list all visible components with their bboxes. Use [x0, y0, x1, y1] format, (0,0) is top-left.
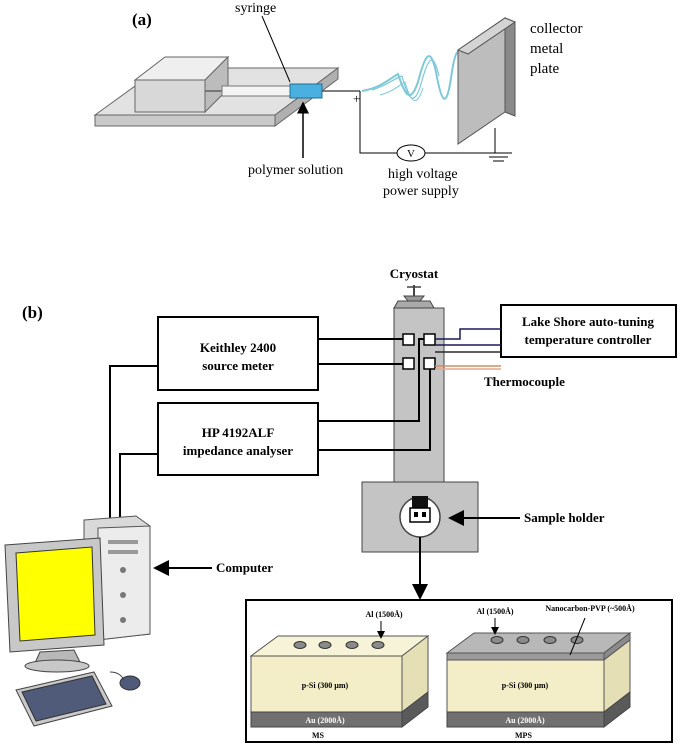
- polymer-solution-label: polymer solution: [248, 163, 343, 178]
- collector-edge: [456, 17, 517, 55]
- computer-icon: [4, 515, 151, 727]
- panel-b-label: (b): [22, 303, 43, 322]
- collector-label-line2: metal: [530, 41, 563, 57]
- voltage-label-line2: power supply: [383, 184, 459, 199]
- keithley-box: [157, 316, 319, 391]
- mps-device: Al (1500Å) Nanocarbon-PVP (~500Å) p-Si (…: [445, 604, 635, 740]
- cryostat-top-valve-icon: [402, 285, 426, 302]
- hp-label-line2: impedance analyser: [183, 443, 293, 458]
- panel-a: (a) syringe polymer solution +: [93, 1, 582, 199]
- ms-name: MS: [312, 731, 325, 740]
- voltmeter-icon: V: [396, 144, 426, 162]
- fiber-jet: [361, 50, 463, 102]
- ms-psi-label: p-Si (300 µm): [302, 681, 349, 690]
- pump-plate-front: [94, 114, 276, 127]
- ms-au-label: Au (2000Å): [305, 716, 345, 725]
- thermocouple-label: Thermocouple: [484, 374, 565, 389]
- lakeshore-box: [500, 304, 677, 358]
- collector-label-line3: plate: [530, 61, 559, 77]
- controller-leads: [435, 328, 501, 370]
- hp-box: [157, 402, 319, 476]
- syringe-label: syringe: [235, 1, 276, 16]
- collector-side: [504, 17, 516, 117]
- ms-al-label: Al (1500Å): [365, 610, 402, 619]
- ms-device: Al (1500Å) p-Si (300 µm) Au (2000Å) MS: [249, 610, 430, 740]
- syringe-pointer: [261, 15, 291, 83]
- syringe: [205, 83, 360, 99]
- polymer-solution: [289, 83, 323, 99]
- mps-nano-pointer: [569, 617, 586, 656]
- ms-al-contacts: [293, 641, 385, 649]
- monitor-screen: [15, 546, 96, 642]
- hp-label-line1: HP 4192ALF: [202, 425, 275, 440]
- keithley-label-line2: source meter: [202, 358, 274, 373]
- lakeshore-label-line1: Lake Shore auto-tuning: [522, 314, 654, 329]
- voltmeter-symbol: V: [407, 148, 415, 160]
- sample-holder-clip: [412, 496, 428, 508]
- sample-holder-chip: [409, 507, 431, 523]
- wiring: [109, 338, 431, 590]
- polarity-symbol: +: [353, 91, 360, 106]
- collector-plate: [456, 17, 517, 145]
- mps-al-contacts: [490, 636, 584, 644]
- mps-nano-label: Nanocarbon-PVP (~500Å): [545, 604, 635, 613]
- mps-au-label: Au (2000Å): [505, 716, 545, 725]
- syringe-barrel: [221, 85, 291, 97]
- chip-contact-left: [414, 512, 418, 517]
- mps-psi-label: p-Si (300 µm): [502, 681, 549, 690]
- lakeshore-label-line2: temperature controller: [525, 332, 652, 347]
- cryostat-cap: [393, 300, 435, 309]
- mps-name: MPS: [515, 731, 532, 740]
- voltage-label-line1: high voltage: [388, 167, 458, 182]
- computer-label: Computer: [216, 560, 273, 575]
- sample-holder-label: Sample holder: [524, 510, 605, 525]
- keithley-label-line1: Keithley 2400: [200, 340, 276, 355]
- panel-b: (b) Cryostat Keithley 2400 source meter: [4, 266, 677, 743]
- cryostat-label: Cryostat: [390, 266, 439, 281]
- panel-a-label: (a): [132, 10, 152, 29]
- collector-label-line1: collector: [530, 21, 582, 37]
- ground-icon: [485, 152, 512, 162]
- mps-al-label: Al (1500Å): [476, 607, 513, 616]
- pump-block-front: [134, 79, 206, 113]
- chip-contact-right: [422, 512, 426, 517]
